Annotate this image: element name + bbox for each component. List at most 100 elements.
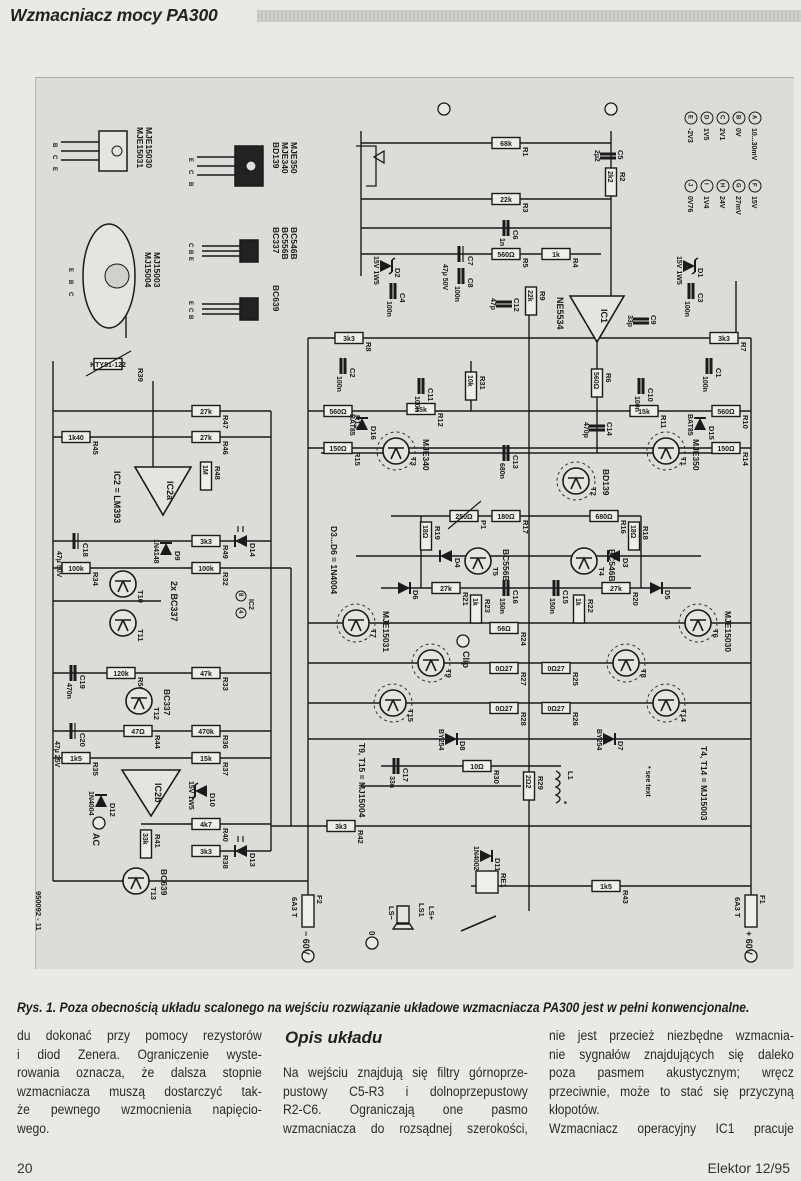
component-ref: C17 (401, 768, 410, 782)
component-ref: R48 (213, 466, 222, 480)
capacitor-value: 1n (498, 238, 505, 246)
component-ref: D3 (621, 558, 630, 568)
resistor-r33 (191, 666, 221, 680)
connector-terminal (92, 816, 106, 830)
article-column-1: du dokonać przy pomocy rezystorów i diod… (17, 1027, 262, 1139)
ic2-pin-4: 4 (237, 610, 243, 614)
resistor-r38 (191, 844, 221, 858)
section-heading: Opis układu (285, 1028, 383, 1047)
capacitor-value: 470p (582, 422, 589, 438)
page-header-title: Wzmacniacz mocy PA300 (10, 5, 218, 25)
transistor-symbol (385, 699, 401, 712)
capacitor-value: 33p (626, 315, 633, 327)
package-pin-label: E (67, 268, 73, 272)
transistor-t7 (342, 609, 370, 637)
resistor-r26 (541, 701, 571, 715)
opamp-label: IC2b (153, 783, 163, 803)
transistor-type: MJE350 (691, 439, 701, 471)
resistor-value: 1k (552, 252, 560, 259)
resistor-r28 (489, 701, 519, 715)
component-ref: R9 (538, 291, 547, 301)
transistor-symbol (658, 447, 674, 460)
resistor-value: 1k5 (70, 756, 82, 763)
diode-triangle (683, 260, 695, 272)
resistor-value: 3k3 (718, 336, 730, 343)
transistor-t9 (417, 649, 445, 677)
capacitor-value: 100n (633, 396, 640, 412)
diode-d9 (160, 542, 172, 555)
resistor-r44 (123, 724, 153, 738)
component-ref: C11 (426, 388, 435, 401)
component-ref: D7 (616, 741, 625, 751)
test-point-key: I (703, 183, 709, 185)
package-pin-label: E (51, 167, 57, 171)
component-ref: R22 (586, 599, 595, 613)
diode-d7 (603, 733, 616, 745)
resistor-r32 (191, 561, 221, 575)
component-ref: T7 (369, 629, 378, 638)
package-pin-label: B (51, 143, 57, 148)
resistor-r18 (627, 521, 641, 551)
component-ref: R2 (618, 172, 627, 182)
connector-terminal (365, 936, 379, 950)
diode-triangle (608, 550, 620, 562)
resistor-r31 (464, 371, 478, 401)
component-ref: R24 (519, 632, 528, 647)
component-ref: R38 (221, 855, 230, 869)
transistor-t5 (464, 547, 492, 575)
transistor-type: MJE15030 (723, 611, 733, 652)
ac-label: AC (91, 833, 101, 846)
component-ref: D14 (248, 543, 257, 558)
component-ref: R16 (619, 520, 628, 534)
thermistor-slash (85, 350, 132, 377)
resistor-r4 (541, 247, 571, 261)
resistor-r13 (323, 404, 353, 418)
pin-marker (235, 607, 247, 619)
package-body (239, 297, 259, 321)
component-ref: F1 (758, 895, 767, 904)
inductor-note: * (559, 801, 568, 805)
connector-terminal (744, 949, 758, 963)
component-ref: D5 (663, 590, 672, 600)
test-point-g (732, 179, 746, 193)
package-pin-label: C (187, 243, 193, 248)
component-ref: C13 (511, 455, 520, 469)
diode-d5 (650, 582, 663, 594)
component-ref: C16 (511, 590, 520, 604)
resistor-r16 (589, 509, 619, 523)
opamp-ic2b (120, 769, 182, 818)
text-line: wzmacniacza do rozsądnej szerokości, (283, 1120, 528, 1136)
component-ref: RE1 (499, 873, 508, 888)
component-ref: T5 (491, 567, 500, 576)
resistor-r7 (709, 331, 739, 345)
test-point-key: H (719, 183, 725, 187)
text-line: nie jest przecież niezbędne wzmacnia- (549, 1028, 794, 1043)
loudspeaker-icon (391, 905, 415, 930)
diode-d6 (398, 582, 411, 594)
transistor-type: BC337 (162, 689, 172, 716)
test-point-voltage: 0V (734, 128, 741, 137)
resistor-r5 (491, 247, 521, 261)
resistor-value: 0Ω27 (495, 706, 512, 713)
resistor-r23 (469, 594, 483, 624)
resistor-value: 3k3 (200, 849, 212, 856)
opamp-ic1 (568, 295, 626, 344)
opamp-label: IC1 (599, 309, 609, 323)
heatsink-outline (646, 683, 686, 723)
transistor-symbol (423, 659, 439, 672)
component-ref: R20 (631, 592, 640, 606)
component-ref: C9 (649, 315, 658, 325)
connector-terminal (301, 949, 315, 963)
resistor-value: 18Ω (629, 525, 636, 539)
transistor-type: BD139 (601, 469, 611, 496)
resistor-r42 (326, 819, 356, 833)
package-pin-label: E (187, 257, 193, 261)
diode-value: 1N4148 (152, 539, 159, 564)
heatsink-outline (373, 683, 413, 723)
component-ref: T11 (136, 629, 145, 642)
resistor-r34 (61, 561, 91, 575)
ls-plus-label: LS+ (427, 906, 436, 921)
resistor-r30 (462, 759, 492, 773)
diode-triangle (398, 582, 410, 594)
package-type-label: MJE350 (289, 142, 299, 174)
